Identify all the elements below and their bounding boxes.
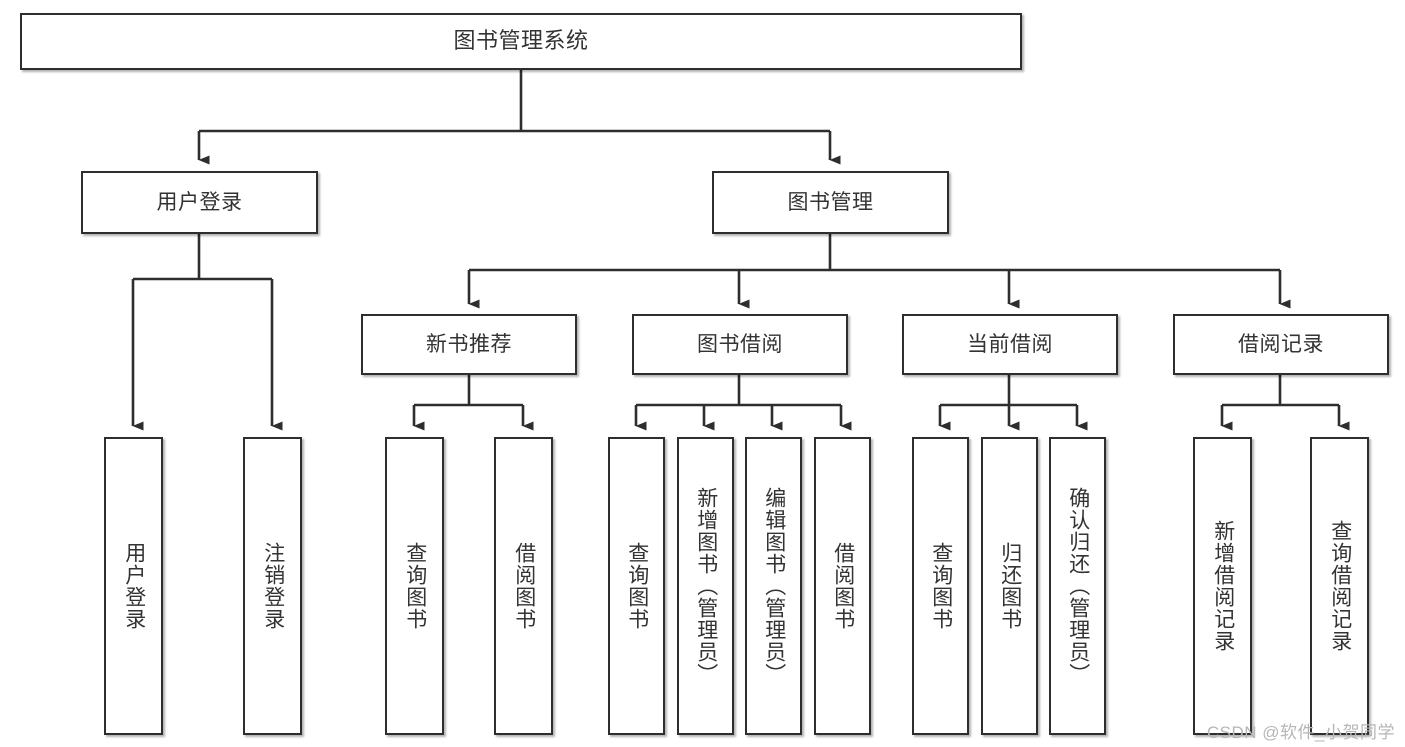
leaf-query-book-current[interactable]: 查询图书 [912,437,969,735]
leaf-query-book-borrow[interactable]: 查询图书 [608,437,665,735]
node-label: 借阅图书 [831,542,855,630]
node-label: 借阅图书 [512,542,536,630]
node-book-management[interactable]: 图书管理 [712,171,949,234]
watermark: CSDN @软件_小贺同学 [1206,723,1395,742]
node-label: 确认归还（管理员） [1066,487,1090,685]
node-label: 用户登录 [156,190,243,214]
node-label: 编辑图书（管理员） [762,487,786,685]
node-book-borrow[interactable]: 图书借阅 [632,314,848,375]
node-label: 当前借阅 [967,332,1053,356]
leaf-edit-book-admin[interactable]: 编辑图书（管理员） [745,437,802,735]
leaf-user-login[interactable]: 用户登录 [104,437,163,735]
node-label: 查询图书 [929,542,953,630]
leaf-query-borrow-record[interactable]: 查询借阅记录 [1310,437,1369,735]
node-label: 新书推荐 [426,332,512,356]
node-root-book-management-system[interactable]: 图书管理系统 [20,13,1022,70]
node-label: 新增图书（管理员） [694,487,718,685]
node-label: 查询图书 [403,542,427,630]
leaf-query-book-recommend[interactable]: 查询图书 [385,437,444,735]
node-label: 新增借阅记录 [1211,520,1235,652]
node-borrow-record[interactable]: 借阅记录 [1173,314,1389,375]
node-label: 图书管理 [787,190,874,214]
leaf-borrow-book-recommend[interactable]: 借阅图书 [494,437,553,735]
node-label: 查询图书 [625,542,649,630]
leaf-confirm-return-admin[interactable]: 确认归还（管理员） [1049,437,1106,735]
node-label: 借阅记录 [1238,332,1324,356]
node-label: 归还图书 [998,542,1022,630]
leaf-add-book-admin[interactable]: 新增图书（管理员） [677,437,734,735]
leaf-return-book[interactable]: 归还图书 [981,437,1038,735]
node-label: 查询借阅记录 [1328,520,1352,652]
node-current-borrow[interactable]: 当前借阅 [902,314,1118,375]
node-new-book-recommend[interactable]: 新书推荐 [361,314,577,375]
leaf-logout[interactable]: 注销登录 [243,437,302,735]
leaf-borrow-book[interactable]: 借阅图书 [814,437,871,735]
leaf-add-borrow-record[interactable]: 新增借阅记录 [1193,437,1252,735]
node-label: 图书管理系统 [453,28,589,54]
node-user-login[interactable]: 用户登录 [81,171,318,234]
node-label: 图书借阅 [697,332,783,356]
node-label: 用户登录 [122,542,146,630]
node-label: 注销登录 [261,542,285,630]
